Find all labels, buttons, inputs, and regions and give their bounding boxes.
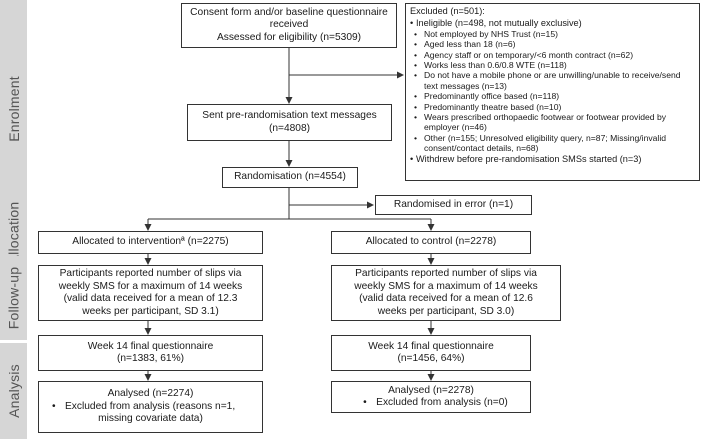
sent-sms-box: Sent pre-randomisation text messages (n=… xyxy=(187,104,392,141)
intervention-allocated-box: Allocated to interventionª (n=2275) xyxy=(38,231,263,254)
control-allocated-box: Allocated to control (n=2278) xyxy=(331,231,531,254)
exclusion-reason: Predominantly office based (n=118) xyxy=(410,91,695,102)
exclusion-reason: Agency staff or on temporary/<6 month co… xyxy=(410,50,695,61)
exclusion-reason: Do not have a mobile phone or are unwill… xyxy=(410,70,695,91)
control-excluded-item: Excluded from analysis (n=0) xyxy=(354,397,508,410)
control-week14-box: Week 14 final questionnaire (n=1456, 64%… xyxy=(331,335,531,371)
consent-box: Consent form and/or baseline questionnai… xyxy=(181,3,397,48)
exclusion-reason: Works less than 0.6/0.8 WTE (n=118) xyxy=(410,60,695,71)
exclusion-reason: Not employed by NHS Trust (n=15) xyxy=(410,29,695,40)
exclusion-reason: Other (n=155; Unresolved eligibility que… xyxy=(410,133,695,154)
exclusion-reason: Aged less than 18 (n=6) xyxy=(410,39,695,50)
exclusion-reason: Predominantly theatre based (n=10) xyxy=(410,102,695,113)
control-followup-box: Participants reported number of slips vi… xyxy=(331,265,561,321)
randomised-in-error-box: Randomised in error (n=1) xyxy=(375,195,532,215)
intervention-followup-box: Participants reported number of slips vi… xyxy=(38,265,263,321)
stage-analysis: Analysis xyxy=(0,343,27,439)
withdrew-item: Withdrew before pre-randomisation SMSs s… xyxy=(410,154,695,165)
ineligible-heading: Ineligible (n=498, not mutually exclusiv… xyxy=(410,18,695,29)
stage-followup: Follow-up xyxy=(0,256,27,340)
intervention-excluded-item: Excluded from analysis (reasons n=1, xyxy=(43,401,258,414)
intervention-analysed-box: Analysed (n=2274) Excluded from analysis… xyxy=(38,381,263,433)
intervention-week14-box: Week 14 final questionnaire (n=1383, 61%… xyxy=(38,335,263,371)
randomisation-box: Randomisation (n=4554) xyxy=(222,167,358,188)
control-analysed-box: Analysed (n=2278) Excluded from analysis… xyxy=(331,381,531,413)
excluded-title: Excluded (n=501): xyxy=(410,6,485,16)
exclusion-reason: Wears prescribed orthopaedic footwear or… xyxy=(410,112,695,133)
excluded-box: Excluded (n=501): Ineligible (n=498, not… xyxy=(405,3,700,181)
stage-enrolment: Enrolment xyxy=(0,0,27,218)
